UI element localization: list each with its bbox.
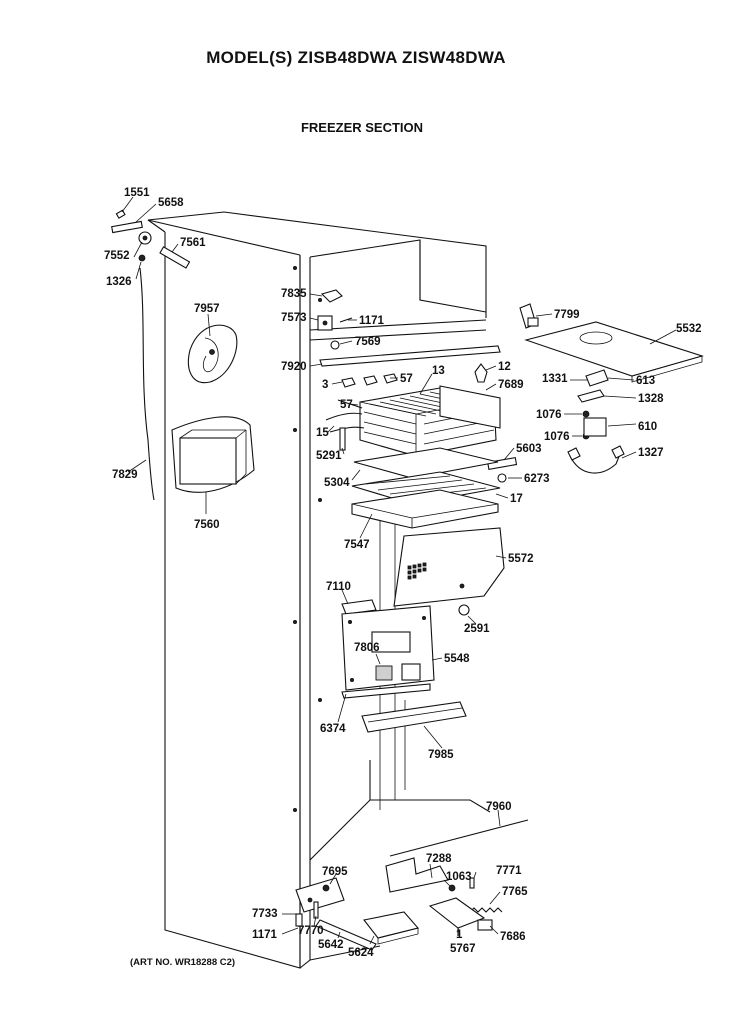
part-label-7806: 7806	[354, 642, 380, 654]
part-label-7957: 7957	[194, 303, 220, 315]
part-label-5572: 5572	[508, 553, 534, 565]
part-label-7110: 7110	[326, 581, 351, 593]
part-label-5642: 5642	[318, 939, 344, 951]
part-labels: 1551 5658 7561 7552 1326 7957 7829 7560 …	[104, 187, 702, 959]
part-label-12: 12	[498, 361, 511, 373]
part-label-7960: 7960	[486, 801, 512, 813]
part-label-7561: 7561	[180, 237, 206, 249]
part-label-610: 610	[638, 421, 657, 433]
part-label-6273: 6273	[524, 473, 550, 485]
part-label-1551: 1551	[124, 187, 150, 199]
part-label-5291: 5291	[316, 450, 342, 462]
part-label-15: 15	[316, 427, 329, 439]
leader-lines	[121, 196, 677, 945]
part-label-5624: 5624	[348, 947, 374, 959]
part-label-7288: 7288	[426, 853, 452, 865]
part-label-7689: 7689	[498, 379, 524, 391]
part-label-7771: 7771	[496, 865, 522, 877]
part-label-7573: 7573	[281, 312, 307, 324]
part-label-2591: 2591	[464, 623, 490, 635]
part-label-7829: 7829	[112, 469, 138, 481]
part-label-7552: 7552	[104, 250, 130, 262]
part-label-1076-bottom: 1076	[544, 431, 570, 443]
part-label-1063: 1063	[446, 871, 472, 883]
part-label-5767: 5767	[450, 943, 476, 955]
part-label-1171: 1171	[359, 315, 385, 327]
part-label-1327: 1327	[638, 447, 664, 459]
part-label-7569: 7569	[355, 336, 381, 348]
part-label-17: 17	[510, 493, 523, 505]
part-label-7835: 7835	[281, 288, 307, 300]
part-label-5532: 5532	[676, 323, 702, 335]
part-label-13: 13	[432, 365, 445, 377]
part-label-5304: 5304	[324, 477, 350, 489]
part-label-1326: 1326	[106, 276, 132, 288]
part-label-1328: 1328	[638, 393, 664, 405]
left-parts	[111, 209, 255, 501]
part-label-57-right: 57	[400, 373, 413, 385]
part-label-7985: 7985	[428, 749, 454, 761]
part-label-7770: 7770	[298, 925, 324, 937]
bottom-parts	[295, 819, 529, 951]
part-label-7799: 7799	[554, 309, 580, 321]
part-label-7765: 7765	[502, 886, 528, 898]
part-label-1331: 1331	[542, 373, 568, 385]
part-label-5603: 5603	[516, 443, 542, 455]
part-label-5658: 5658	[158, 197, 184, 209]
part-label-7547: 7547	[344, 539, 370, 551]
right-parts	[519, 303, 704, 474]
evaporator-assembly	[317, 289, 518, 733]
part-label-7920: 7920	[281, 361, 307, 373]
part-label-613: 613	[636, 375, 655, 387]
part-label-6374: 6374	[320, 723, 346, 735]
part-label-5548: 5548	[444, 653, 470, 665]
section-subtitle: FREEZER SECTION	[300, 120, 424, 135]
part-label-1076-top: 1076	[536, 409, 562, 421]
part-label-7686: 7686	[500, 931, 526, 943]
part-label-7560: 7560	[194, 519, 220, 531]
page-title: MODEL(S) ZISB48DWA ZISW48DWA	[206, 48, 506, 67]
art-number: (ART NO. WR18288 C2)	[130, 957, 236, 968]
part-label-57-left: 57	[340, 399, 353, 411]
part-label-1171-bottom: 1171	[252, 929, 278, 941]
part-label-7695: 7695	[322, 866, 348, 878]
part-label-1: 1	[456, 929, 463, 941]
part-label-3: 3	[322, 379, 328, 391]
part-label-7733: 7733	[252, 908, 278, 920]
